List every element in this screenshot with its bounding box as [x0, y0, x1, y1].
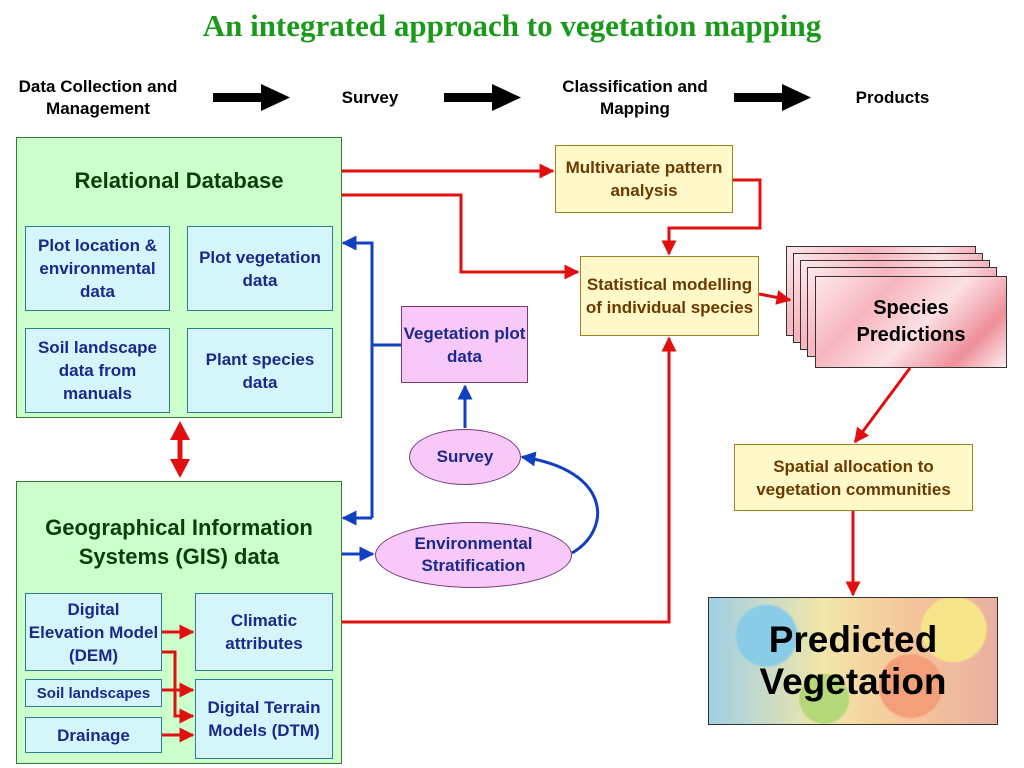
- stage-survey: Survey: [341, 88, 399, 107]
- spatial-allocation-box: Spatial allocation to vegetation communi…: [734, 444, 973, 511]
- vegetation-plot-data-box: Vegetation plot data: [401, 306, 528, 383]
- species-predictions-map: Species Predictions: [815, 276, 1007, 368]
- stage-products: Products: [855, 88, 930, 107]
- stage-arrows: [213, 84, 811, 111]
- stage-classification: Classification and Mapping: [562, 77, 708, 118]
- gis-title: Geographical Information Systems (GIS) d…: [45, 515, 313, 569]
- climatic-attributes-box: Climatic attributes: [195, 593, 333, 671]
- plant-species-box: Plant species data: [187, 328, 333, 413]
- predicted-vegetation-map: Predicted Vegetation: [708, 597, 998, 725]
- soil-landscapes-box: Soil landscapes: [25, 679, 162, 707]
- stage-data-collection: Data Collection and Management: [18, 77, 178, 118]
- dem-box: Digital Elevation Model (DEM): [25, 593, 162, 671]
- drainage-box: Drainage: [25, 717, 162, 753]
- predicted-vegetation-label: Predicted Vegetation: [759, 619, 947, 702]
- red-flow-arrows: [162, 163, 912, 743]
- survey-ellipse: Survey: [409, 429, 521, 485]
- soil-landscape-manuals-box: Soil landscape data from manuals: [25, 328, 170, 413]
- multivariate-analysis-box: Multivariate pattern analysis: [555, 145, 733, 213]
- species-predictions-label: Species Predictions: [856, 297, 966, 346]
- blue-flow-arrows: [341, 235, 600, 562]
- statistical-modelling-box: Statistical modelling of individual spec…: [580, 256, 759, 336]
- environmental-stratification-ellipse: Environmental Stratification: [375, 522, 572, 588]
- plot-vegetation-box: Plot vegetation data: [187, 226, 333, 311]
- plot-location-box: Plot location & environmental data: [25, 226, 170, 311]
- dtm-box: Digital Terrain Models (DTM): [195, 679, 333, 759]
- relational-database-title: Relational Database: [74, 168, 284, 193]
- diagram-title: An integrated approach to vegetation map…: [202, 8, 822, 43]
- database-gis-link-arrow: [170, 421, 190, 478]
